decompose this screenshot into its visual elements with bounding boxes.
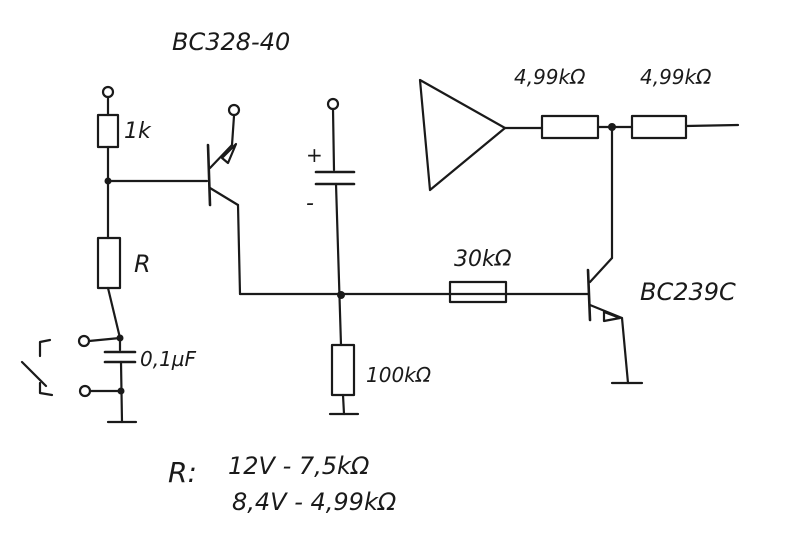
note-line-1: 12V - 7,5kΩ — [228, 452, 370, 480]
resistor-out-1-label: 4,99kΩ — [514, 65, 586, 89]
pnp-emitter-arrow — [220, 142, 238, 165]
resistor-30k — [448, 280, 508, 304]
capacitor-minus-label: - — [306, 191, 314, 216]
capacitor-plus-label: + — [306, 143, 323, 167]
wire-npn-emitter-down — [620, 316, 630, 385]
resistor-r-label: R — [134, 250, 151, 278]
amplifier-triangle — [418, 78, 507, 192]
wire-r-to-cap — [106, 286, 122, 340]
supply-terminal — [101, 85, 115, 99]
cap-terminal-top — [326, 97, 340, 111]
npn-collector — [588, 256, 614, 284]
wire-output — [684, 123, 740, 128]
resistor-out-2-label: 4,99kΩ — [640, 65, 712, 89]
wire-pnp-emitter-up — [230, 114, 236, 147]
pnp-base-bar — [206, 143, 212, 207]
wire-cap-large-top — [331, 107, 336, 172]
npn-transistor-label: BC239C — [640, 278, 736, 306]
pnp-transistor-label: BC328-40 — [172, 28, 290, 56]
resistor-1k — [96, 113, 120, 149]
note-line-2: 8,4V - 4,99kΩ — [232, 488, 397, 516]
junction-output — [608, 123, 616, 131]
note-prefix: R: — [168, 456, 197, 489]
wire-100k-ground — [341, 393, 346, 416]
capacitor-small-label: 0,1µF — [140, 347, 197, 371]
resistor-30k-label: 30kΩ — [454, 247, 512, 272]
pnp-emitter-terminal — [227, 103, 241, 117]
wire-cap-large-down — [334, 182, 343, 347]
switch-lever — [20, 360, 48, 388]
switch-contact-bottom — [38, 381, 54, 397]
pnp-collector — [208, 186, 240, 207]
resistor-100k — [330, 343, 356, 397]
resistor-100k-label: 100kΩ — [366, 363, 432, 387]
pnp-emitter — [208, 143, 234, 170]
switch-terminal-bottom — [78, 384, 92, 398]
resistor-out-2 — [630, 114, 688, 140]
switch-contact-top — [38, 338, 52, 358]
npn-emitter-arrow — [602, 310, 622, 323]
junction-switch-bottom — [117, 387, 125, 395]
resistor-r — [96, 236, 122, 290]
npn-base-bar — [586, 268, 592, 322]
switch-terminal-top — [77, 334, 91, 348]
resistor-out-1 — [540, 114, 600, 140]
wire-pnp-collector-down — [236, 203, 242, 296]
wire-switch-top — [87, 336, 122, 343]
resistor-1k-label: 1k — [124, 119, 152, 144]
junction-middle — [337, 291, 345, 299]
